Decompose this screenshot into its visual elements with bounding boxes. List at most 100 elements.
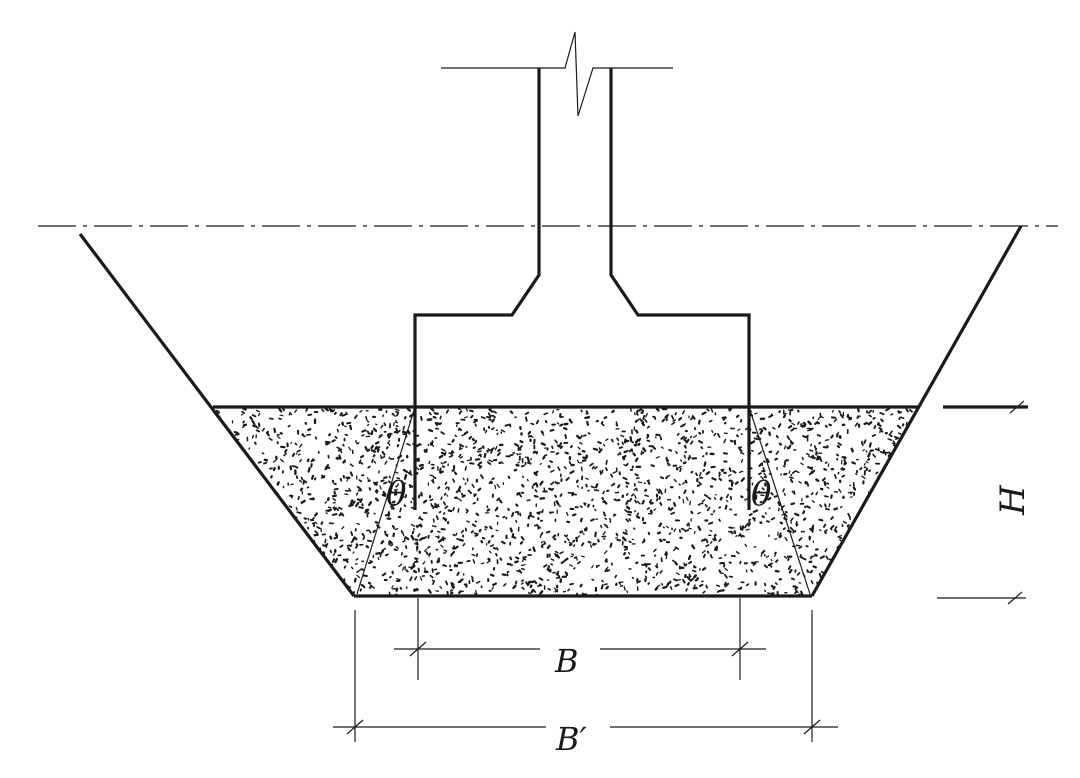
stipple-dot: [414, 576, 418, 581]
stipple-dot: [422, 561, 426, 565]
stipple-dot: [674, 546, 680, 550]
stipple-dot: [784, 537, 788, 542]
stipple-dot: [841, 456, 847, 460]
stipple-dot: [384, 460, 388, 465]
stipple-dot: [684, 563, 688, 567]
stipple-dot: [886, 578, 889, 581]
stipple-dot: [867, 526, 872, 531]
stipple-dot: [637, 481, 643, 484]
stipple-dot: [802, 510, 806, 515]
stipple-dot: [692, 574, 698, 579]
stipple-dot: [495, 552, 498, 557]
stipple-dot: [800, 462, 804, 466]
stipple-dot: [842, 554, 847, 558]
stipple-dot: [252, 424, 258, 428]
stipple-dot: [627, 510, 633, 514]
stipple-dot: [602, 490, 605, 495]
stipple-dot: [430, 407, 435, 412]
stipple-dot: [654, 586, 659, 591]
stipple-dot: [272, 459, 277, 463]
stipple-dot: [610, 473, 614, 478]
stipple-dot: [838, 410, 841, 414]
stipple-dot: [542, 455, 546, 460]
stipple-dot: [438, 454, 444, 459]
stipple-dot: [839, 505, 843, 509]
stipple-dot: [543, 540, 546, 544]
stipple-dot: [595, 565, 599, 569]
stipple-dot: [636, 409, 641, 413]
pit-slope-right: [810, 225, 1023, 597]
stipple-dot: [470, 414, 474, 419]
stipple-dot: [408, 566, 412, 569]
stipple-dot: [594, 531, 597, 538]
stipple-dot: [307, 559, 311, 563]
stipple-dot: [693, 530, 696, 534]
stipple-dot: [279, 432, 283, 435]
stipple-dot: [307, 413, 313, 417]
stipple-dot: [331, 558, 336, 563]
stipple-dot: [632, 527, 636, 530]
stipple-dot: [835, 453, 840, 457]
stipple-dot: [232, 503, 236, 508]
stipple-dot: [234, 505, 240, 509]
stipple-dot: [747, 522, 752, 527]
stipple-dot: [471, 483, 475, 488]
stipple-dot: [215, 409, 221, 414]
stipple-dot: [729, 467, 732, 470]
stipple-dot: [579, 442, 583, 445]
stipple-dot: [890, 553, 895, 558]
stipple-dot: [336, 446, 341, 450]
stipple-dot: [760, 475, 764, 480]
stipple-dot: [406, 407, 412, 412]
stipple-dot: [797, 421, 800, 425]
stipple-dot: [220, 558, 224, 565]
stipple-dot: [547, 587, 552, 591]
stipple-dot: [507, 475, 511, 479]
stipple-dot: [262, 522, 268, 526]
stipple-dot: [331, 439, 336, 443]
stipple-dot: [687, 523, 691, 527]
stipple-dot: [843, 461, 848, 466]
stipple-dot: [819, 458, 823, 463]
stipple-dot: [487, 540, 491, 544]
stipple-dot: [782, 527, 786, 530]
stipple-dot: [788, 418, 792, 423]
stipple-dot: [487, 412, 491, 416]
stipple-dot: [350, 566, 354, 570]
stipple-dot: [219, 517, 222, 522]
stipple-dot: [380, 479, 385, 483]
stipple-dot: [882, 476, 886, 481]
stipple-dot: [738, 470, 744, 474]
stipple-dot: [894, 578, 900, 581]
stipple-dot: [486, 449, 489, 453]
stipple-dot: [691, 544, 696, 550]
stipple-dot: [639, 419, 645, 424]
stipple-dot: [248, 447, 251, 450]
stipple-dot: [521, 586, 525, 590]
stipple-dot: [563, 466, 567, 470]
stipple-dot: [683, 444, 687, 449]
stipple-dot: [826, 444, 829, 448]
stipple-dot: [801, 424, 806, 428]
stipple-dot: [525, 581, 529, 587]
stipple-dot: [898, 459, 902, 464]
stipple-dot: [218, 504, 222, 509]
stipple-dot: [887, 561, 890, 566]
stipple-dot: [273, 427, 277, 433]
stipple-dot: [334, 557, 338, 564]
stipple-dot: [268, 437, 273, 441]
stipple-dot: [900, 416, 905, 420]
stipple-dot: [671, 559, 677, 564]
stipple-dot: [808, 455, 811, 458]
stipple-dot: [829, 524, 835, 530]
stipple-dot: [355, 558, 359, 561]
stipple-dot: [347, 547, 351, 552]
stipple-dot: [422, 499, 428, 504]
stipple-dot: [316, 526, 321, 530]
stipple-dot: [489, 525, 493, 530]
stipple-dot: [227, 522, 232, 527]
stipple-dot: [867, 457, 871, 461]
stipple-dot: [496, 483, 500, 488]
stipple-dot: [791, 470, 797, 474]
stipple-dot: [586, 420, 589, 426]
